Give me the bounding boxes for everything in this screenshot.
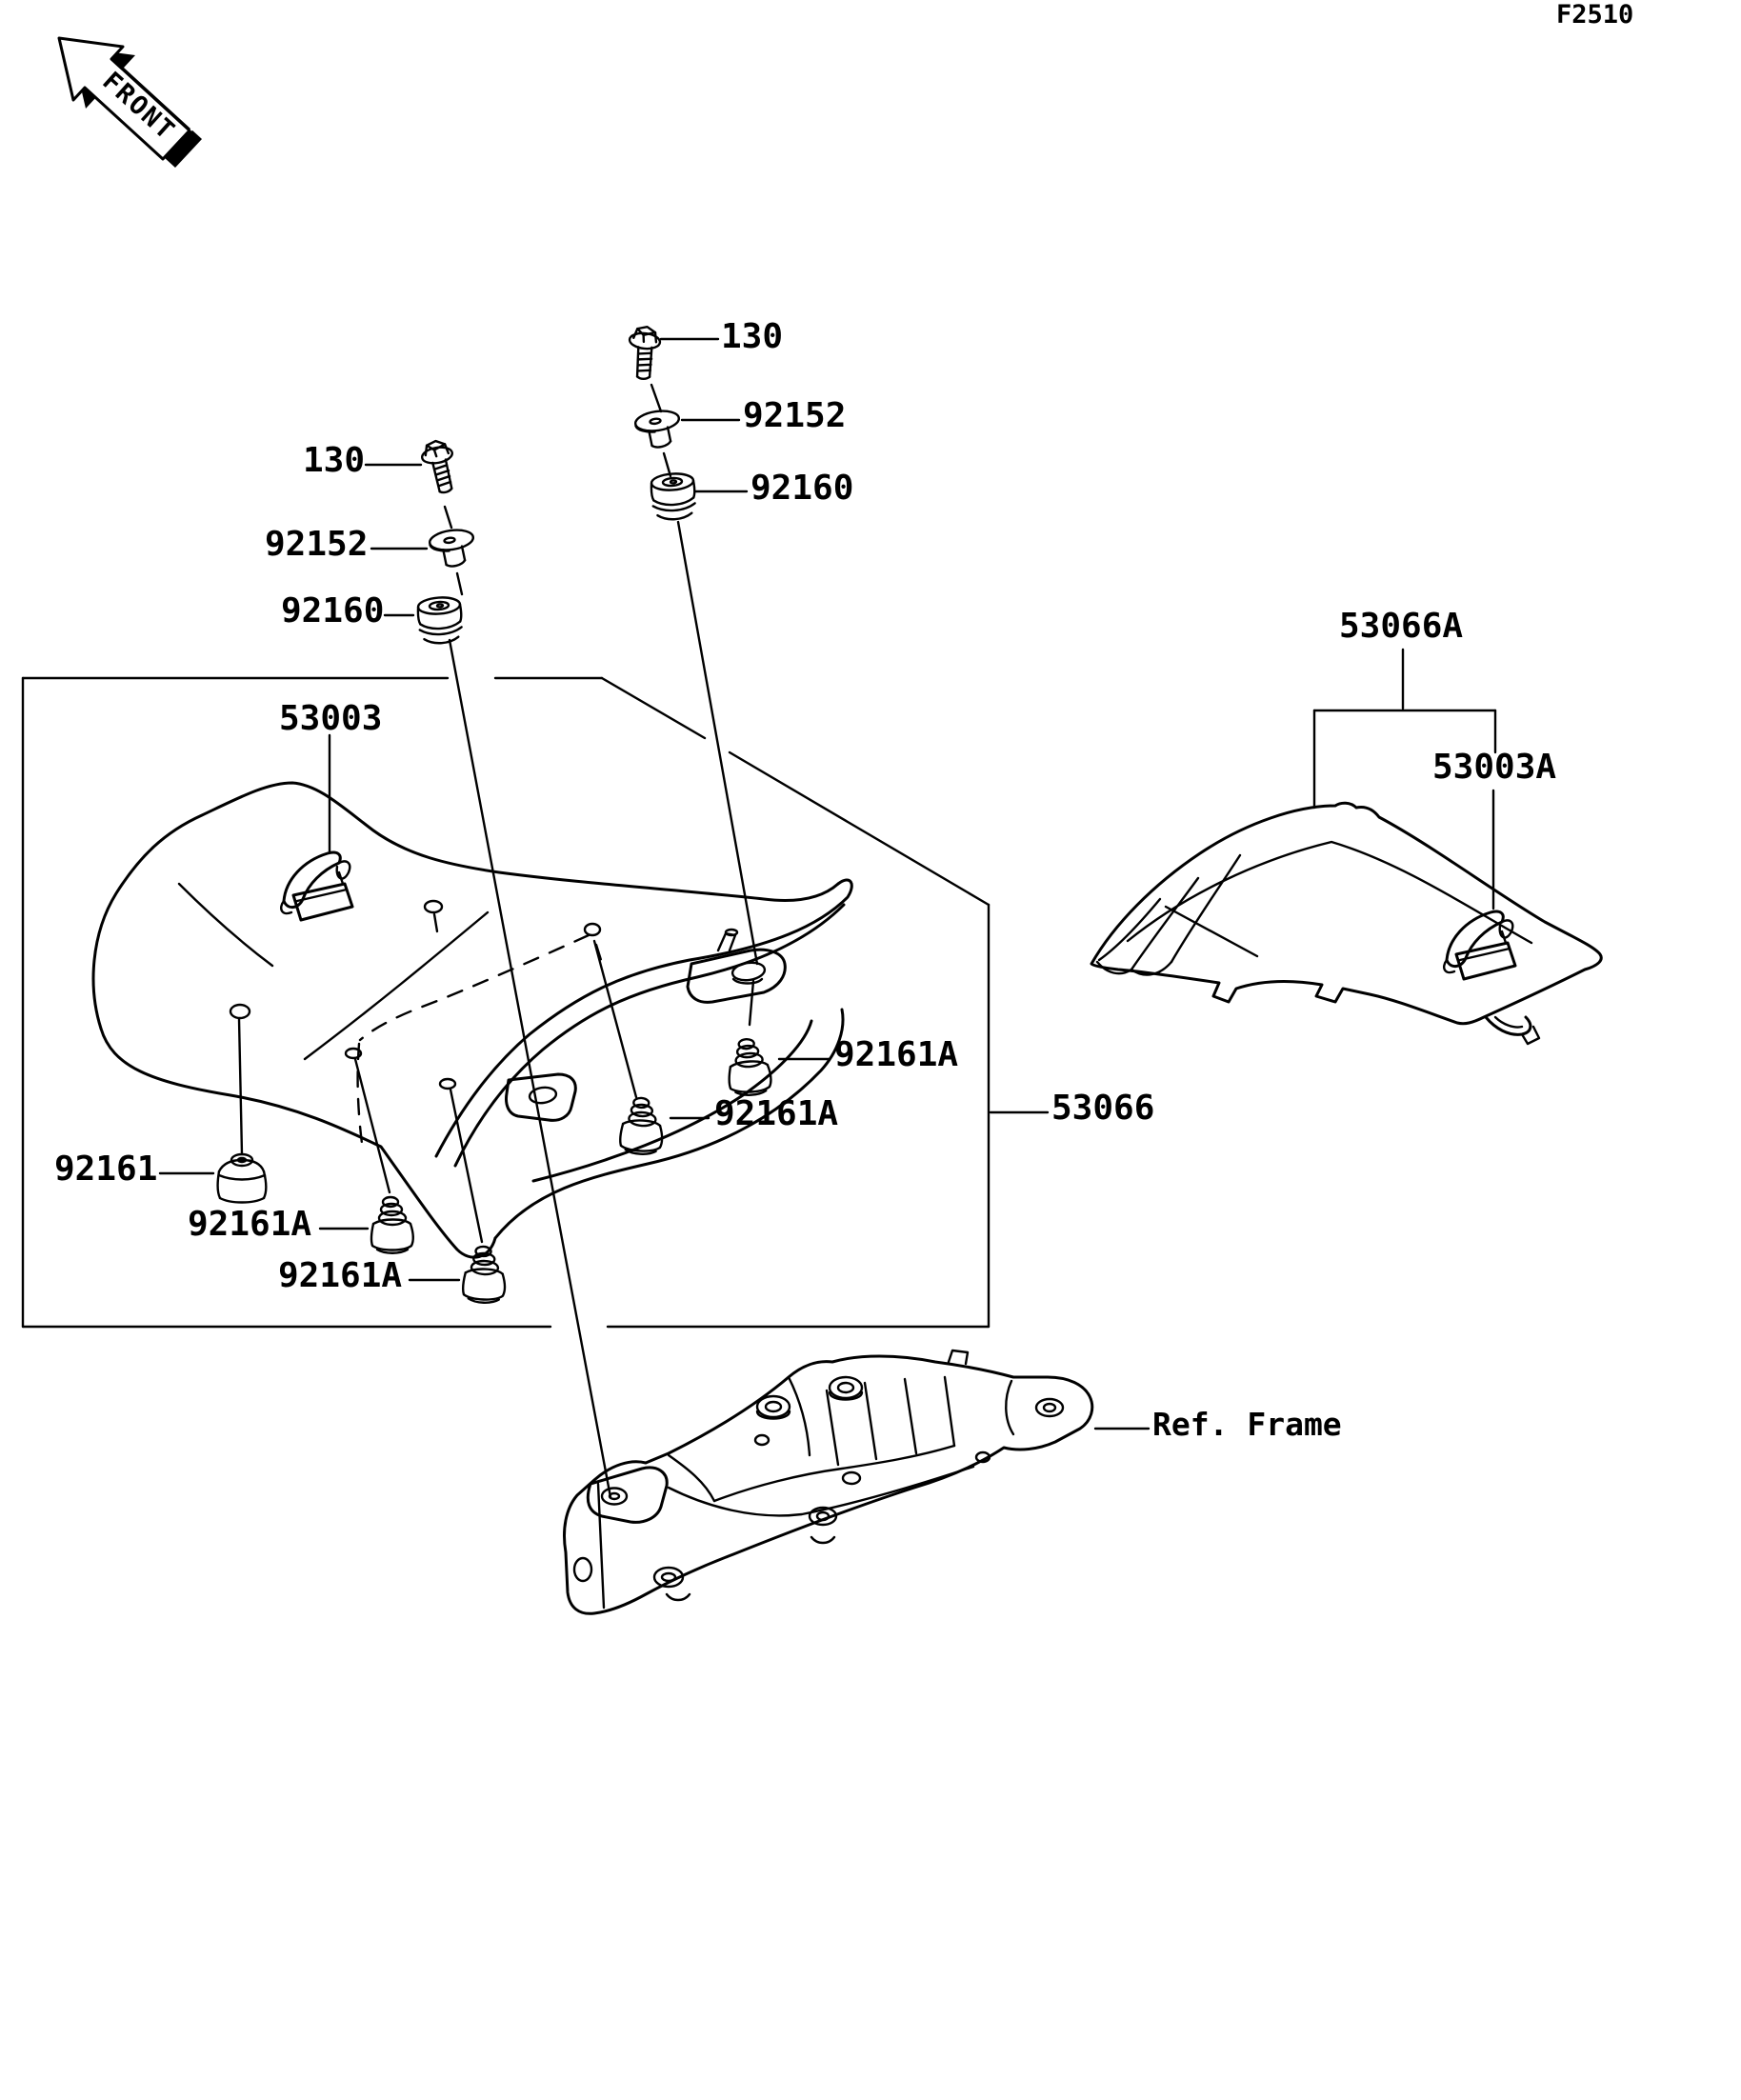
part-label-front-seat-band: 53003 [279, 699, 383, 738]
front-direction-icon: FRONT [57, 36, 202, 168]
part-label-rear-seat-assembly: 53066A [1339, 607, 1464, 646]
part-label-front-seat-assembly: 53066 [1051, 1089, 1155, 1128]
rear-seat-band-glyph [1442, 910, 1517, 981]
part-label-damper-left: 92160 [281, 591, 385, 630]
assembly-box [21, 676, 991, 1329]
part-label-washer-left: 92152 [265, 525, 369, 564]
front-seat-drawing [91, 781, 853, 1259]
frame-drawing [563, 1349, 1094, 1615]
part-label-grommet-large: 92161 [54, 1150, 158, 1189]
part-label-rear-seat-band: 53003A [1432, 748, 1557, 787]
figure-code: F2510 [1556, 0, 1634, 30]
leader-lines [158, 337, 1497, 1499]
part-label-grommet-a1: 92161A [188, 1205, 312, 1244]
hardware-center-stack [624, 324, 698, 522]
part-label-grommet-a2: 92161A [278, 1256, 403, 1295]
part-label-grommet-right-lower: 92161A [714, 1094, 839, 1133]
part-label-damper-center: 92160 [750, 469, 854, 508]
part-label-bolt-center: 130 [721, 317, 784, 356]
part-label-bolt-left: 130 [303, 441, 366, 480]
front-seat-band-glyph [279, 850, 354, 922]
part-label-frame-reference: Ref. Frame [1152, 1406, 1342, 1443]
part-label-grommet-right-upper: 92161A [834, 1035, 959, 1074]
hardware-left-stack [415, 437, 478, 646]
part-label-washer-center: 92152 [743, 396, 847, 435]
rear-seat-drawing [1090, 801, 1603, 1046]
